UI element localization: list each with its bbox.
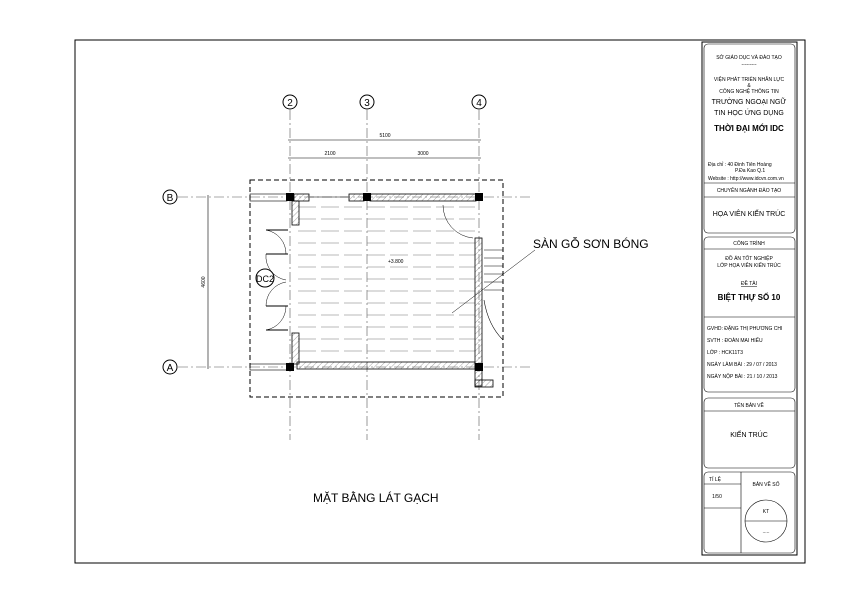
project-label: CÔNG TRÌNH: [733, 240, 765, 247]
school-line1: TRƯỜNG NGOẠI NGỮ: [712, 97, 787, 106]
topic-label: ĐỀ TÀI: [741, 280, 757, 287]
axis-label: A: [167, 363, 174, 374]
sheet-name: KIẾN TRÚC: [730, 429, 768, 439]
axis-label: 2: [287, 98, 293, 109]
leader-line: [451, 249, 536, 314]
dimension-vertical: 4600: [201, 276, 207, 287]
institute-amp: &: [747, 83, 751, 89]
major-label: CHUYÊN NGÀNH ĐÀO TẠO: [717, 186, 781, 194]
title-block: SỞ GIÁO DỤC VÀ ĐÀO TẠO --------- VIỆN PH…: [701, 41, 798, 556]
supervisor: GVHD: ĐẶNG THỊ PHƯƠNG CHI: [707, 325, 782, 332]
dimension-right: 3000: [417, 151, 428, 157]
sheet-code: KT: [763, 509, 769, 515]
wood-floor-pattern: [298, 206, 475, 352]
dimension-left: 2100: [324, 151, 335, 157]
axis-bubble-a: A: [162, 359, 178, 375]
topic: BIỆT THỰ SỐ 10: [718, 292, 781, 302]
axis-bubble-4: 4: [471, 94, 487, 110]
school-line2: TIN HỌC ỨNG DỤNG: [714, 108, 784, 117]
date-start: NGÀY LÀM BÀI : 29 / 07 / 2013: [707, 361, 777, 368]
drawing-title: MẶT BẰNG LÁT GẠCH: [313, 490, 439, 505]
address-line1: Địa chỉ : 40 Đinh Tiên Hoàng: [708, 161, 772, 168]
axis-bubble-3: 3: [359, 94, 375, 110]
institute-line1: VIỆN PHÁT TRIỂN NHÂN LỰC: [714, 75, 785, 83]
class: LỚP : HCK11T3: [707, 349, 743, 356]
address-line2: P.Đa Kao Q.1: [735, 168, 765, 174]
outline-dashed: [249, 179, 504, 398]
project-line1: ĐỒ ÁN TỐT NGHIỆP: [725, 254, 773, 262]
axis-bubble-b: B: [162, 189, 178, 205]
material-annotation: SÀN GỖ SƠN BÓNG: [533, 236, 649, 251]
axis-label: B: [167, 193, 174, 204]
axis-label: 4: [476, 98, 482, 109]
date-submit: NGÀY NỘP BÀI : 21 / 10 / 2013: [707, 373, 778, 380]
axis-label: 3: [364, 98, 370, 109]
website: Website : http://www.idcvn.com.vn: [708, 176, 784, 182]
door-tag: DC2: [255, 268, 275, 288]
sheet-number-label: BẢN VẼ SỐ: [753, 481, 780, 488]
level-mark: +3.800: [388, 259, 404, 265]
dimension-lines: 5100 2100 3000 4600: [201, 133, 481, 369]
stairs: [483, 249, 504, 341]
dimension-total: 5100: [379, 133, 390, 139]
sheet-number: .....: [763, 529, 770, 535]
door-tag-label: DC2: [256, 274, 274, 284]
scale: 1/50: [712, 494, 722, 500]
sheet-border: [74, 39, 806, 564]
axis-bubble-2: 2: [282, 94, 298, 110]
dept-name: SỞ GIÁO DỤC VÀ ĐÀO TẠO: [716, 54, 782, 61]
student: SVTH : ĐOÀN MAI HIẾU: [707, 337, 763, 344]
institute-line2: CÔNG NGHỆ THÔNG TIN: [719, 87, 779, 95]
floor-plan: 2 3 4 B A 5100 2100 3000 4600: [162, 94, 649, 505]
major: HỌA VIÊN KIẾN TRÚC: [713, 208, 786, 218]
scale-label: TỈ LỆ: [709, 475, 722, 483]
brand-name: THỜI ĐẠI MỚI IDC: [714, 124, 784, 133]
project-line2: LỚP HỌA VIÊN KIẾN TRÚC: [717, 261, 781, 269]
walls: [249, 193, 494, 388]
separator: ---------: [742, 62, 757, 68]
sheet-name-label: TÊN BẢN VẼ: [734, 401, 764, 409]
